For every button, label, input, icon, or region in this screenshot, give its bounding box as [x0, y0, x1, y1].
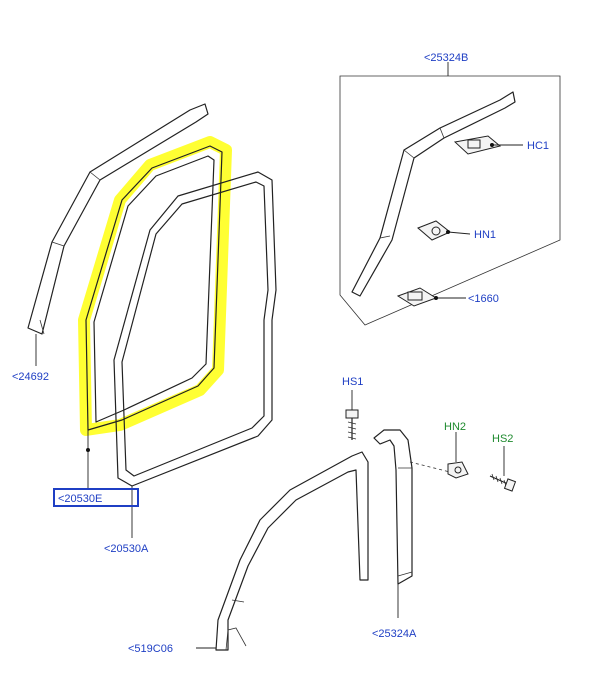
selected-label-box: [53, 488, 139, 507]
label-hs2[interactable]: HS2: [492, 433, 513, 445]
pillar-trim-detail: [379, 127, 445, 239]
label-25324a[interactable]: <25324A: [372, 628, 417, 640]
label-hs1[interactable]: HS1: [342, 376, 363, 388]
inset-group-25324b: [339, 62, 561, 326]
label-519c06[interactable]: <519C06: [128, 643, 173, 655]
1660-leader-dot: [434, 296, 438, 300]
pillar-trim-25324b: [351, 91, 516, 297]
clip-hn1[interactable]: [417, 220, 451, 241]
hc1-leader-dot: [490, 143, 494, 147]
hn1-leader-dot: [446, 230, 450, 234]
door-seal-20530a[interactable]: [113, 171, 277, 487]
pillar-trim-25324a[interactable]: [373, 429, 413, 585]
clip-hc1[interactable]: [453, 135, 502, 155]
hn2-alignment-line: [409, 461, 451, 473]
door-seal-20530e[interactable]: [78, 136, 232, 436]
label-20530a[interactable]: <20530A: [104, 543, 149, 555]
label-1660[interactable]: <1660: [468, 293, 499, 305]
label-20530e[interactable]: <20530E: [58, 493, 102, 505]
nut-hn2[interactable]: [447, 461, 469, 479]
screw-hs2[interactable]: [489, 473, 517, 492]
inset-frame: [339, 75, 561, 326]
label-hn1[interactable]: HN1: [474, 229, 496, 241]
label-24692[interactable]: <24692: [12, 371, 49, 383]
screw-hs1[interactable]: [345, 409, 359, 440]
label-25324b[interactable]: <25324B: [424, 52, 468, 64]
20530e-leader-dot: [86, 448, 90, 452]
label-hn2[interactable]: HN2: [444, 421, 466, 433]
hn1-leader: [447, 231, 471, 235]
clip-1660[interactable]: [396, 287, 438, 307]
door-frame-trim-519c06[interactable]: [215, 451, 369, 651]
a-pillar-trim-24692[interactable]: [27, 103, 209, 335]
label-hc1[interactable]: HC1: [527, 140, 549, 152]
